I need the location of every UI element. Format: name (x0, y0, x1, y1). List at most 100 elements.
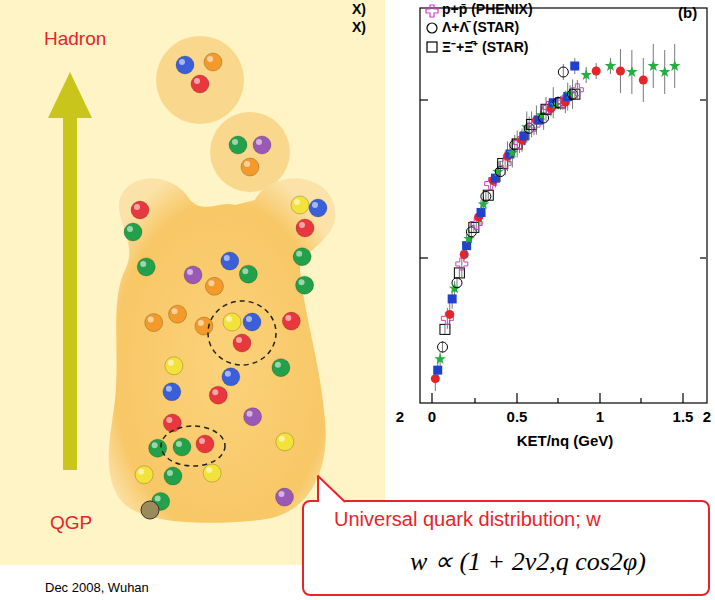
quark (222, 368, 240, 386)
meson-ring (161, 426, 225, 466)
legend-entry: Ξ⁻+Ξ̄⁺ (STAR) (442, 37, 528, 56)
formula: w ∝ (1 + 2v2,q cos2φ) (410, 546, 646, 577)
marker (648, 60, 659, 71)
tick-label: 2 (396, 408, 404, 425)
quark-shine (224, 255, 230, 261)
quark-shine (232, 139, 238, 145)
quark-shine (299, 222, 305, 228)
legend-entry: Λ+Λ̄ (STAR) (442, 19, 519, 35)
quark-shine (294, 199, 300, 205)
quark (137, 258, 155, 276)
legend-entry: X) (352, 1, 366, 17)
quark (176, 56, 194, 74)
tick-label: 2 (703, 408, 711, 425)
quark (209, 386, 227, 404)
error-bar (442, 341, 443, 353)
plot-frame (420, 8, 707, 403)
error-bar (529, 116, 530, 140)
quark (204, 53, 222, 71)
qgp-illustration (0, 0, 385, 565)
quark (205, 277, 223, 295)
quark (309, 199, 327, 217)
tick-label: 0 (428, 408, 436, 425)
quark (276, 433, 294, 451)
error-bar (444, 324, 445, 334)
quark-shine (208, 280, 214, 286)
quark (145, 314, 163, 332)
quark-shine (225, 371, 231, 377)
quark (272, 359, 290, 377)
quark (163, 414, 181, 432)
callout-box: Universal quark distribution; ww ∝ (1 + … (302, 500, 710, 596)
error-bar (517, 131, 518, 158)
quark-shine (275, 362, 281, 368)
quark-shine (134, 204, 140, 210)
quark-shine (247, 411, 253, 417)
legend-markers (426, 5, 438, 52)
quark-shine (138, 469, 144, 475)
quark-shine (148, 317, 154, 323)
marker (433, 366, 442, 375)
error-bar (577, 80, 578, 100)
hadron-bubble (156, 36, 244, 124)
quark (293, 248, 311, 266)
quark (135, 466, 153, 484)
quark-shine (207, 56, 213, 62)
quark-shine (155, 495, 161, 501)
quark-shine (167, 470, 173, 476)
data-markers (431, 44, 681, 391)
quark-shine (166, 417, 172, 423)
quark-shine (246, 316, 252, 322)
marker (605, 60, 617, 71)
chart-ground (388, 0, 715, 460)
marker (592, 67, 601, 76)
marker (581, 69, 592, 80)
quark (243, 313, 261, 331)
marker (466, 227, 476, 237)
marker (626, 66, 637, 77)
quark-shine (199, 438, 205, 444)
axis-title: KET/nq (GeV) (517, 432, 614, 449)
quark-shine (140, 261, 146, 267)
marker (460, 250, 469, 259)
quark (173, 438, 191, 456)
error-bar (531, 111, 532, 137)
quark (203, 464, 221, 482)
marker (483, 190, 493, 200)
quark (296, 219, 314, 237)
quark (233, 334, 251, 352)
quark-shine (285, 315, 291, 321)
marker (568, 89, 578, 99)
quark-shine (226, 316, 232, 322)
quark (223, 313, 241, 331)
marker (438, 342, 448, 352)
quark-shine (127, 226, 133, 232)
error-bar (456, 278, 457, 288)
quark-shine (187, 269, 193, 275)
marker (463, 233, 474, 244)
error-bar (488, 190, 489, 200)
legend-entry: p+p̄ (PHENIX) (442, 1, 533, 17)
quark (221, 252, 239, 270)
quark-shine (168, 360, 174, 366)
quark-shine (279, 491, 285, 497)
error-bar (500, 161, 501, 182)
error-bar (563, 64, 564, 80)
quark (282, 312, 300, 330)
stage-label: Hadron (44, 28, 106, 50)
panel-tag: (b) (678, 4, 697, 21)
quark (169, 305, 187, 323)
quark (195, 317, 213, 335)
quark (229, 136, 247, 154)
quark (191, 75, 209, 93)
marker (477, 208, 486, 217)
quark (253, 136, 271, 154)
quark-shine (176, 441, 182, 447)
marker (524, 123, 534, 133)
quark-shine (244, 161, 250, 167)
marker (431, 374, 440, 383)
marker (452, 278, 462, 288)
quark (165, 357, 183, 375)
marker (639, 76, 648, 85)
